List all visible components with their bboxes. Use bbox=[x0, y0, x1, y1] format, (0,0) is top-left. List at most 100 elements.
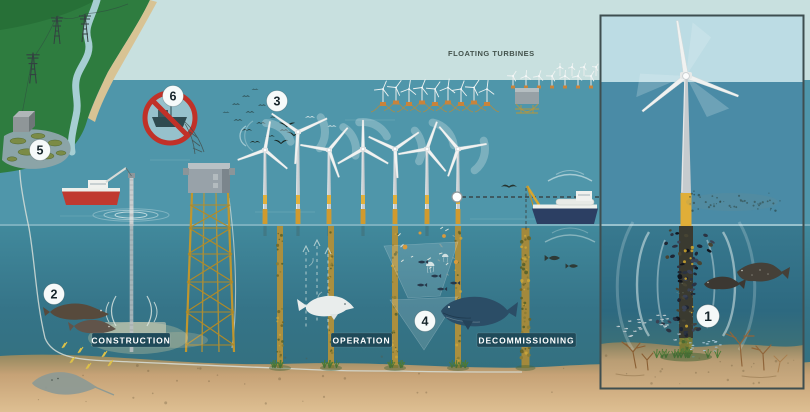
fish-icon bbox=[544, 254, 560, 262]
bird-icon bbox=[242, 129, 252, 131]
food-particle bbox=[418, 231, 422, 235]
rotor-motion-blur bbox=[636, 22, 730, 117]
fish-icon bbox=[418, 260, 429, 264]
marker-6-badge: 6 bbox=[162, 85, 184, 107]
small-fish bbox=[662, 314, 667, 317]
substation-side-face bbox=[29, 111, 35, 132]
small-fish bbox=[707, 340, 711, 343]
sand-speckle bbox=[85, 400, 87, 403]
floating-turbine bbox=[448, 80, 474, 113]
tower bbox=[681, 79, 691, 193]
svg-text:DECOMMISSIONING: DECOMMISSIONING bbox=[478, 336, 574, 346]
sand-speckle bbox=[416, 391, 419, 394]
topside-shade bbox=[222, 169, 230, 193]
wind-turbine bbox=[271, 112, 329, 236]
offshore-substation-platform bbox=[183, 163, 236, 353]
operation-zone: OPERATION 4 bbox=[269, 226, 518, 371]
sand-speckle bbox=[132, 396, 135, 399]
construction-vessel bbox=[62, 167, 132, 205]
crane-boom bbox=[525, 185, 543, 209]
fish-school-right bbox=[688, 339, 722, 358]
floating-turbine bbox=[435, 78, 461, 111]
floating-turbines-label: FLOATING TURBINES bbox=[448, 49, 535, 58]
small-fish bbox=[659, 323, 664, 326]
beach bbox=[88, 0, 157, 122]
mussel-colonised-pile bbox=[655, 226, 715, 354]
sand-speckle bbox=[302, 400, 304, 402]
inset-detail-panel: 1 bbox=[599, 14, 805, 390]
small-fish bbox=[718, 344, 722, 346]
small-fish bbox=[702, 350, 706, 352]
small-fish bbox=[688, 342, 692, 344]
small-fish bbox=[689, 348, 693, 351]
floating-turbine bbox=[383, 79, 409, 111]
fish-pair bbox=[544, 254, 578, 269]
sand-speckle bbox=[264, 402, 267, 405]
substation-top-face bbox=[13, 111, 35, 117]
onshore-substation bbox=[13, 111, 35, 132]
seabird-icon bbox=[501, 184, 517, 188]
pylon-icon bbox=[79, 13, 91, 43]
cormorant-icon bbox=[273, 139, 289, 145]
small-fish bbox=[691, 344, 695, 346]
crane-cable bbox=[125, 167, 132, 177]
stage-label-decommissioning: DECOMMISSIONING bbox=[476, 332, 577, 348]
sand-speckle bbox=[164, 401, 168, 405]
floating-turbine bbox=[584, 70, 595, 89]
sand-speckle bbox=[305, 357, 308, 360]
small-fish bbox=[629, 334, 634, 337]
coast-land bbox=[0, 0, 157, 173]
inset-sand-speckles bbox=[604, 354, 795, 385]
platform-crane-left bbox=[183, 168, 189, 175]
sand-speckle bbox=[135, 364, 139, 367]
fish-icon bbox=[565, 263, 578, 269]
piling-noise-arcs bbox=[105, 295, 158, 327]
inset-panel-border bbox=[599, 14, 805, 390]
monopile-foundation bbox=[384, 226, 406, 371]
seabed-texture bbox=[37, 355, 565, 405]
marker-2-badge: 2 bbox=[43, 283, 65, 305]
scour-protection-slab bbox=[104, 322, 166, 334]
stingray bbox=[32, 372, 115, 396]
floating-turbine bbox=[506, 70, 517, 89]
floating-turbine bbox=[422, 81, 448, 113]
stage-label-construction: CONSTRUCTION bbox=[91, 332, 171, 348]
topside-roof bbox=[188, 163, 230, 169]
bird-icon bbox=[233, 119, 243, 121]
bird-icon bbox=[249, 141, 261, 143]
floating-turbine bbox=[533, 70, 544, 89]
floating-turbine-array bbox=[370, 62, 599, 113]
wind-farm-turbines bbox=[237, 112, 489, 236]
rotor-hub bbox=[682, 72, 690, 80]
food-particle bbox=[442, 234, 446, 238]
food-particle bbox=[453, 259, 459, 265]
marker-1-badge: 1 bbox=[696, 304, 720, 328]
river bbox=[67, 0, 101, 156]
inset-wind-turbine bbox=[641, 20, 739, 226]
bird-icon bbox=[251, 88, 259, 90]
sea-glints bbox=[60, 119, 536, 220]
small-fish bbox=[713, 341, 717, 343]
monopile-foundation bbox=[269, 226, 291, 371]
larvae-plume bbox=[686, 190, 781, 212]
pile-base-vegetation bbox=[653, 348, 722, 362]
fish-icon bbox=[450, 281, 461, 285]
svg-text:1: 1 bbox=[704, 308, 712, 324]
sand-speckle bbox=[208, 380, 210, 383]
small-fish bbox=[663, 325, 668, 328]
aggregating-fish bbox=[417, 260, 461, 291]
bird-icon bbox=[242, 95, 250, 97]
cormorant-icon bbox=[278, 122, 296, 128]
sand-speckle bbox=[37, 399, 40, 401]
wind-turbine bbox=[368, 126, 426, 236]
sand-speckle bbox=[284, 356, 287, 359]
small-fish bbox=[627, 320, 632, 322]
sand-speckle bbox=[425, 391, 428, 394]
floating-turbine bbox=[396, 80, 422, 113]
wind-turbine bbox=[398, 118, 458, 236]
construction-zone: CONSTRUCTION 2 bbox=[32, 167, 208, 396]
sand-speckle bbox=[199, 367, 202, 370]
jellyfish bbox=[426, 253, 449, 274]
floating-turbine bbox=[559, 69, 571, 89]
